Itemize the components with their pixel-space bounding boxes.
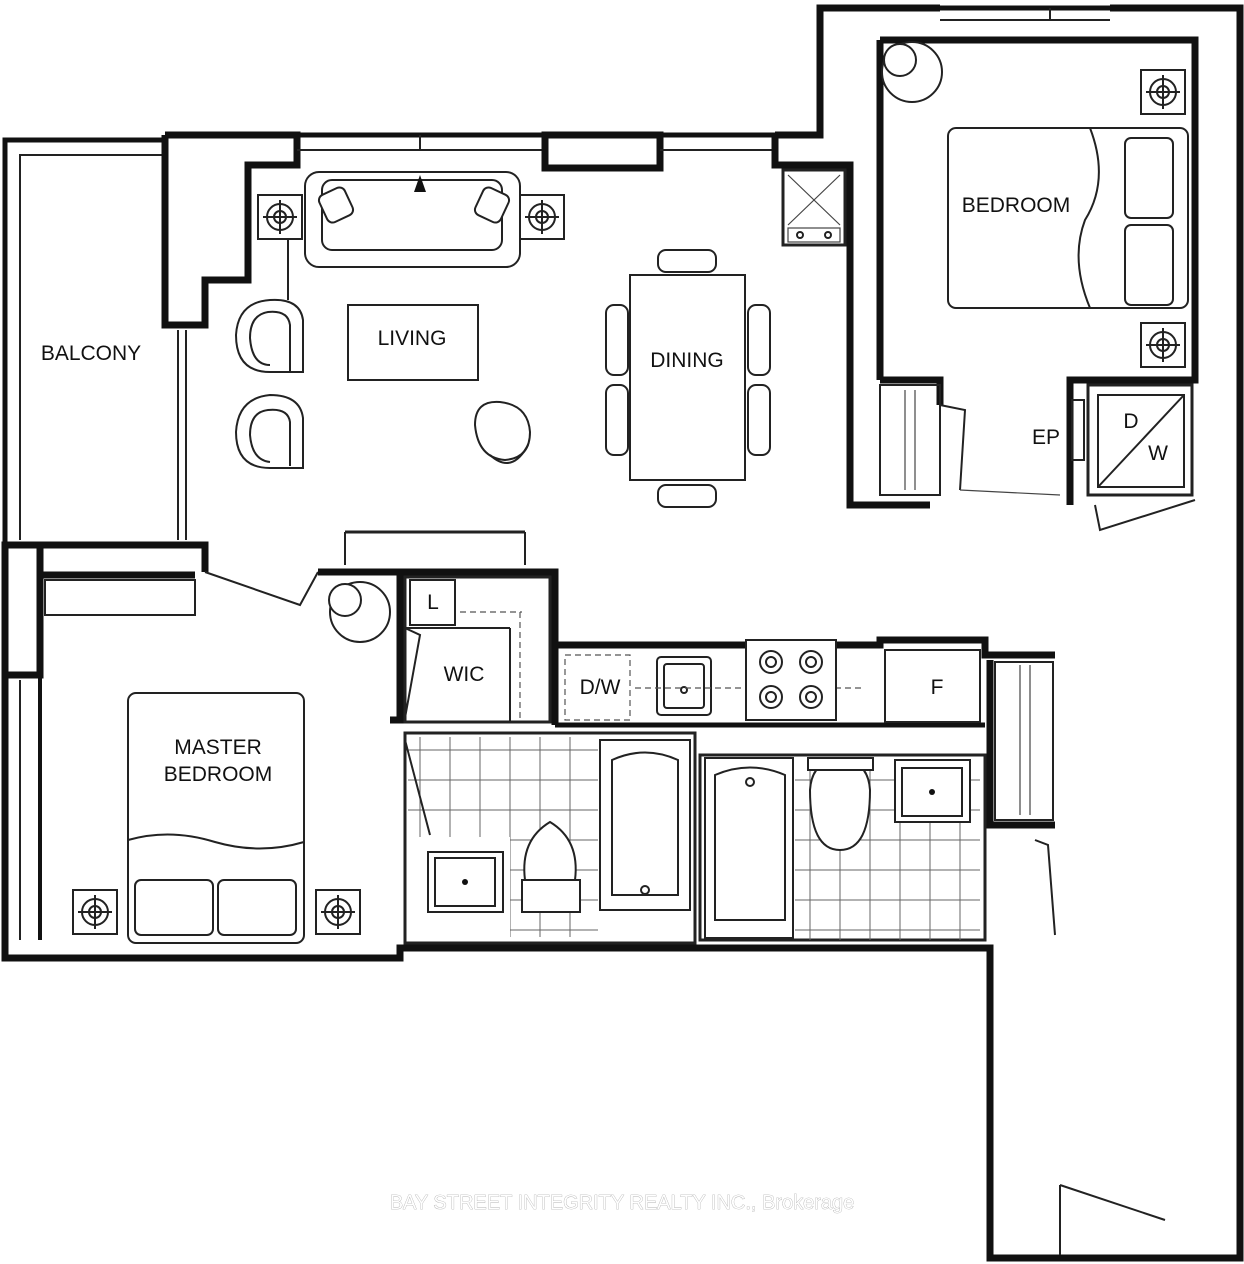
- lamp-icon: [257, 194, 303, 240]
- lamp-icon: [72, 889, 118, 935]
- lamp-icon: [1140, 322, 1186, 368]
- lamp-icon: [1140, 69, 1186, 115]
- lamp-icon: [519, 194, 565, 240]
- armchair: [234, 298, 304, 373]
- bedroom-chair: [881, 41, 943, 103]
- exterior-walls: [1, 4, 1244, 1262]
- master-bedroom-label-line1: MASTER: [174, 736, 262, 759]
- dining-label: DINING: [650, 349, 724, 372]
- dryer-label: D: [1123, 410, 1138, 433]
- wic-label: WIC: [444, 663, 485, 686]
- armchair: [234, 393, 304, 469]
- entry-door: [1059, 1184, 1166, 1255]
- master-bed: [127, 692, 305, 944]
- dining-area: DINING: [605, 249, 771, 508]
- laundry-closet: D W EP: [1032, 383, 1196, 532]
- mechanical-closet: [781, 168, 847, 247]
- main-bath: [698, 753, 987, 942]
- master-bedroom-area: MASTER BEDROOM: [40, 530, 559, 944]
- hall-closet: [986, 660, 1056, 936]
- balcony-area: [2, 137, 187, 545]
- bedroom-bed: [947, 127, 1189, 309]
- walk-in-closet: L WIC: [403, 575, 552, 724]
- lamp-icon: [315, 889, 361, 935]
- stove: [745, 639, 837, 721]
- bedroom-label: BEDROOM: [962, 194, 1071, 217]
- fridge-label: F: [931, 676, 944, 699]
- kitchen-sink: [656, 656, 712, 716]
- balcony-label: BALCONY: [41, 342, 141, 365]
- master-chair: [328, 581, 391, 643]
- electrical-panel-label: EP: [1032, 426, 1060, 449]
- washer-label: W: [1148, 442, 1168, 465]
- dishwasher-label: D/W: [580, 676, 621, 699]
- kitchen-area: D/W F: [555, 636, 1055, 728]
- bedroom-area: BEDROOM: [876, 36, 1199, 505]
- ensuite-bath: [403, 731, 697, 945]
- side-chair: [473, 400, 532, 464]
- brokerage-watermark: BAY STREET INTEGRITY REALTY INC., Broker…: [390, 1192, 855, 1214]
- linen-label: L: [427, 591, 439, 614]
- master-bedroom-label-line2: BEDROOM: [164, 763, 273, 786]
- living-label: LIVING: [378, 327, 447, 350]
- sofa: [304, 171, 521, 268]
- living-area: LIVING: [234, 171, 565, 469]
